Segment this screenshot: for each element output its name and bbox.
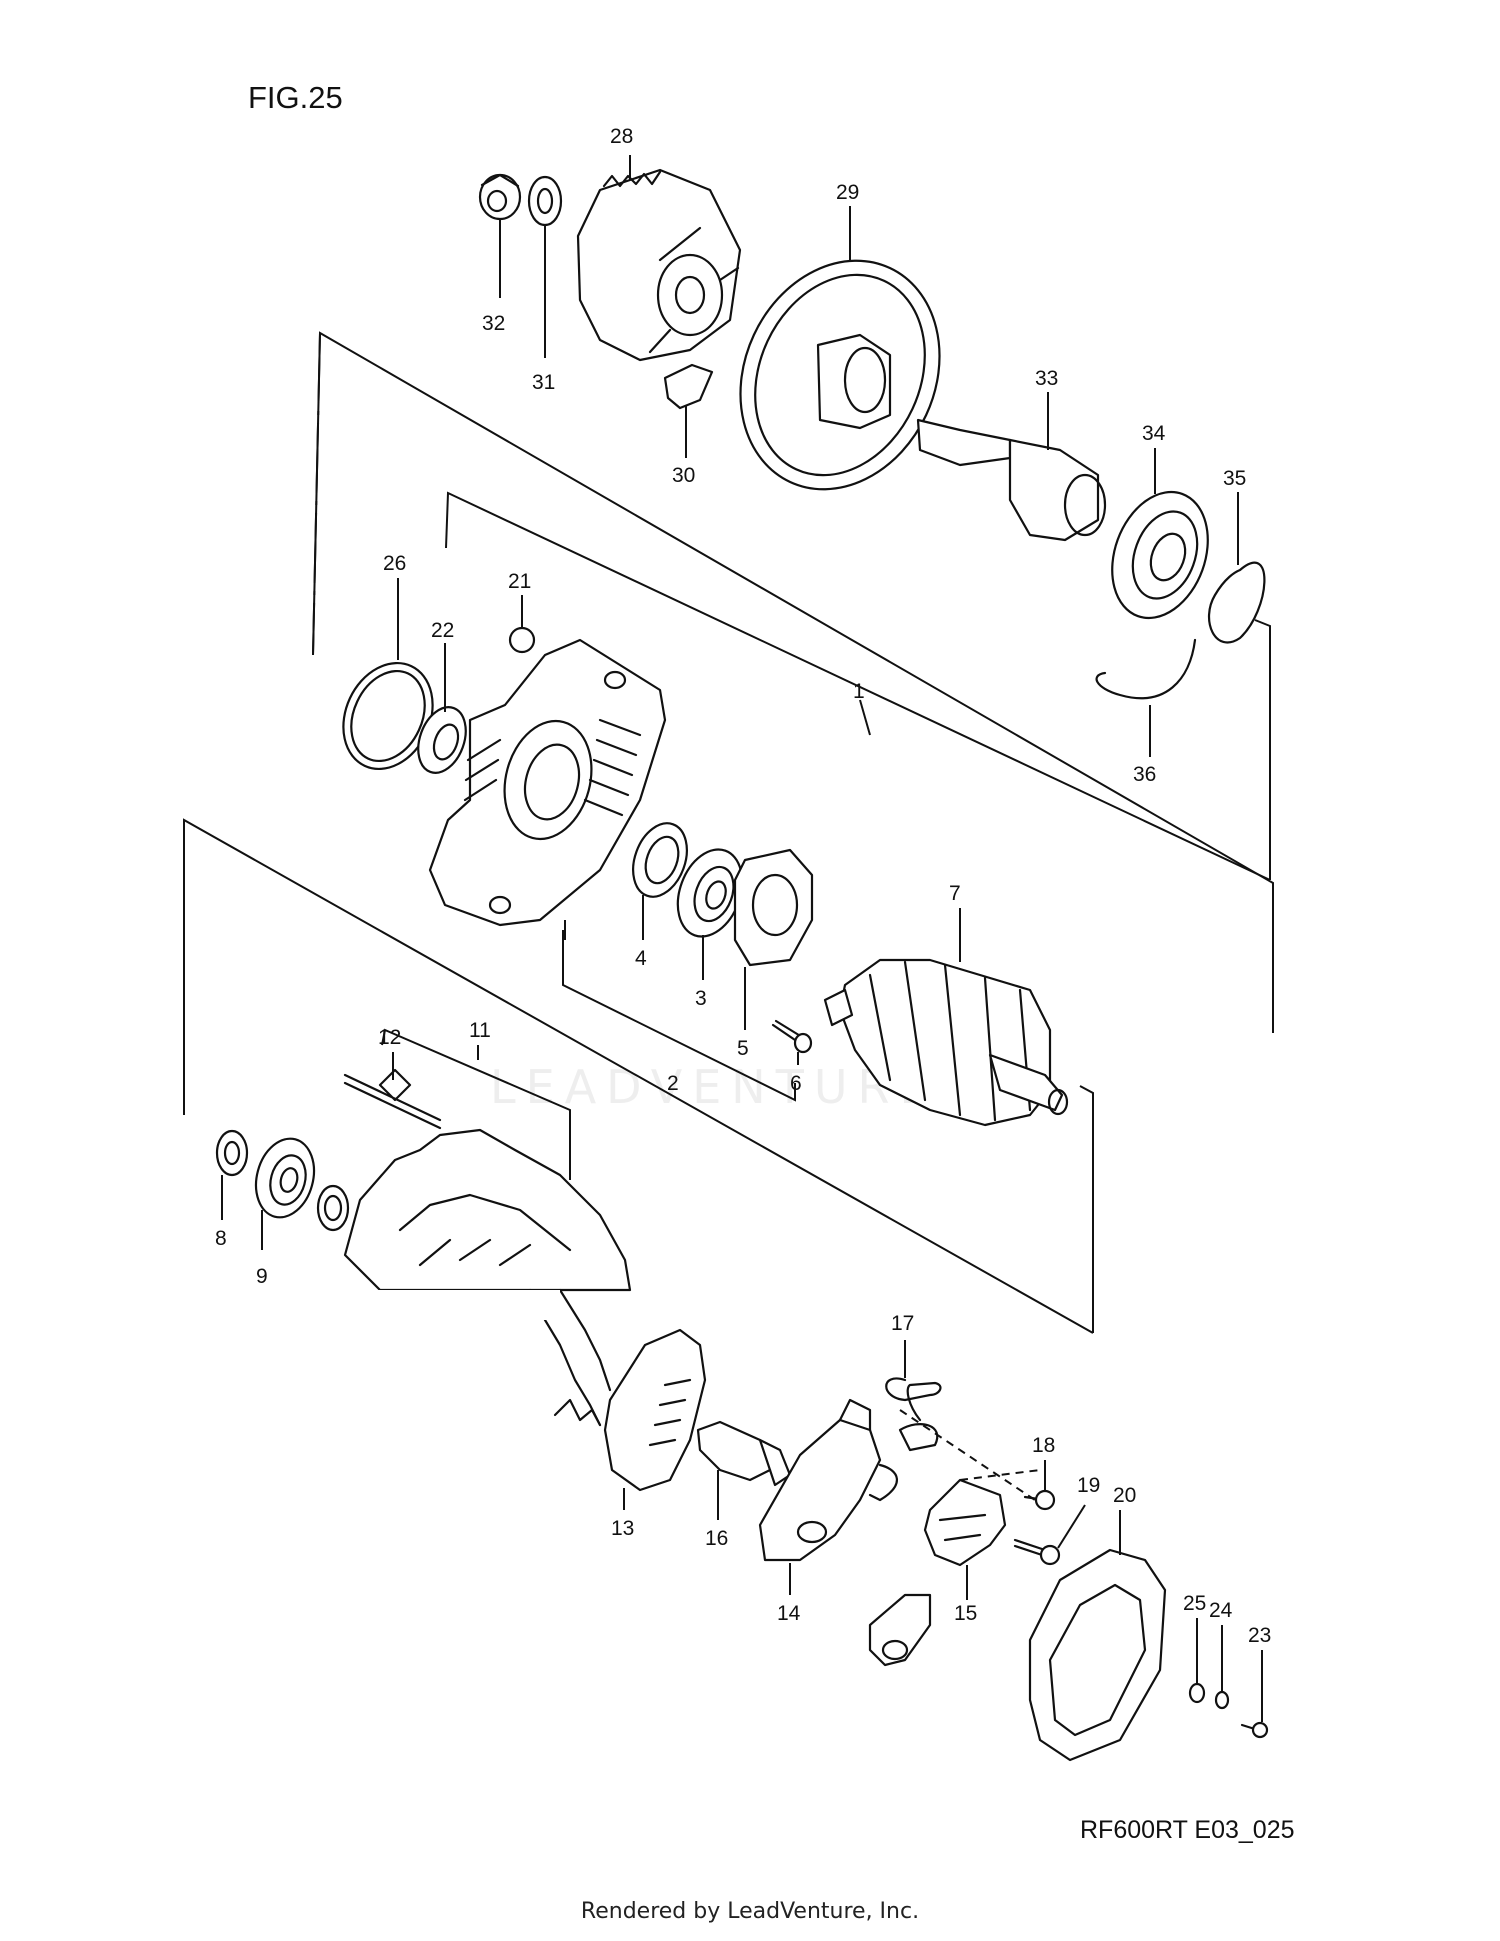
nut-part-32 xyxy=(478,173,522,221)
washer-part-31 xyxy=(527,175,563,227)
cover-part-13 xyxy=(603,1328,707,1492)
watermark: LEADVENTURE xyxy=(490,1060,939,1114)
callout-12: 12 xyxy=(378,1026,401,1049)
washer-part-24 xyxy=(1214,1690,1230,1710)
bracket-lower-right xyxy=(1079,1085,1094,1333)
callout-21: 21 xyxy=(508,570,531,593)
callout-17: 17 xyxy=(891,1312,914,1335)
figure-title: FIG.25 xyxy=(248,80,343,115)
callout-11: 11 xyxy=(469,1019,491,1042)
callout-1: 1 xyxy=(853,680,865,703)
bracket-outer xyxy=(312,331,1274,1033)
screw-part-6 xyxy=(771,1019,804,1044)
callout-32: 32 xyxy=(482,312,505,335)
shaft-part-33 xyxy=(916,418,1107,542)
bearing-part-3 xyxy=(676,848,744,938)
callout-35: 35 xyxy=(1223,467,1246,490)
washer-part-4 xyxy=(632,822,688,898)
stud-bolt-part-12 xyxy=(343,1068,442,1130)
callout-22: 22 xyxy=(431,619,454,642)
phantom-line-upper xyxy=(312,332,321,656)
callout-15: 15 xyxy=(954,1602,977,1625)
callout-16: 16 xyxy=(705,1527,728,1550)
callout-34: 34 xyxy=(1142,422,1166,445)
retainer-plate-part-5 xyxy=(733,848,814,967)
terminal-block xyxy=(868,1593,932,1667)
bracket-right xyxy=(1254,619,1271,880)
callout-8: 8 xyxy=(215,1227,227,1250)
callout-33: 33 xyxy=(1035,367,1058,390)
callout-3: 3 xyxy=(695,987,707,1010)
connector-part-16 xyxy=(696,1420,792,1487)
diagram-code: RF600RT E03_025 xyxy=(1080,1816,1295,1844)
callout-26: 26 xyxy=(383,552,406,575)
washer-part-25 xyxy=(1188,1682,1206,1704)
callout-14: 14 xyxy=(777,1602,801,1625)
callout-13: 13 xyxy=(611,1517,634,1540)
callout-20: 20 xyxy=(1113,1484,1136,1507)
fan-disk-part-29 xyxy=(739,259,941,491)
key-part-30 xyxy=(663,363,714,410)
oil-seal-part-22 xyxy=(417,706,467,774)
callout-36: 36 xyxy=(1133,763,1156,786)
bracket-inner xyxy=(445,491,1271,881)
callout-2: 2 xyxy=(667,1072,679,1095)
nut-part-21 xyxy=(508,626,536,654)
footer-credit: Rendered by LeadVenture, Inc. xyxy=(581,1899,919,1924)
callout-7: 7 xyxy=(949,882,961,905)
callout-28: 28 xyxy=(610,125,633,148)
bracket-2 xyxy=(562,930,796,1102)
wire-ring-part-36 xyxy=(1095,638,1197,700)
callout-30: 30 xyxy=(672,464,695,487)
callout-6: 6 xyxy=(790,1072,802,1095)
leader-1 xyxy=(859,699,871,736)
bearing-part-9 xyxy=(254,1137,316,1219)
callout-24: 24 xyxy=(1209,1599,1233,1622)
callout-18: 18 xyxy=(1032,1434,1055,1457)
callout-23: 23 xyxy=(1248,1624,1271,1647)
rotor-part-7 xyxy=(823,958,1069,1127)
regulator-part-15 xyxy=(923,1478,1007,1567)
seal-part-10 xyxy=(316,1184,350,1232)
callout-31: 31 xyxy=(532,371,555,394)
front-housing xyxy=(428,638,667,927)
bracket-11-12 xyxy=(381,1028,571,1180)
callout-29: 29 xyxy=(836,181,859,204)
callout-25: 25 xyxy=(1183,1592,1206,1615)
hose-part-17 xyxy=(885,1377,942,1422)
circlip-part-35 xyxy=(1207,561,1266,644)
pulley-part-28 xyxy=(576,168,742,362)
clip xyxy=(898,1423,939,1452)
rear-housing-part-11 xyxy=(343,1128,632,1427)
washer-part-8 xyxy=(215,1129,249,1177)
rear-cover-part-20 xyxy=(1028,1548,1167,1762)
brush-holder-part-14 xyxy=(758,1398,882,1562)
bearing-part-34 xyxy=(1111,490,1209,620)
callout-9: 9 xyxy=(256,1265,268,1288)
callout-5: 5 xyxy=(737,1037,749,1060)
callout-4: 4 xyxy=(635,947,647,970)
callout-19: 19 xyxy=(1077,1474,1100,1497)
